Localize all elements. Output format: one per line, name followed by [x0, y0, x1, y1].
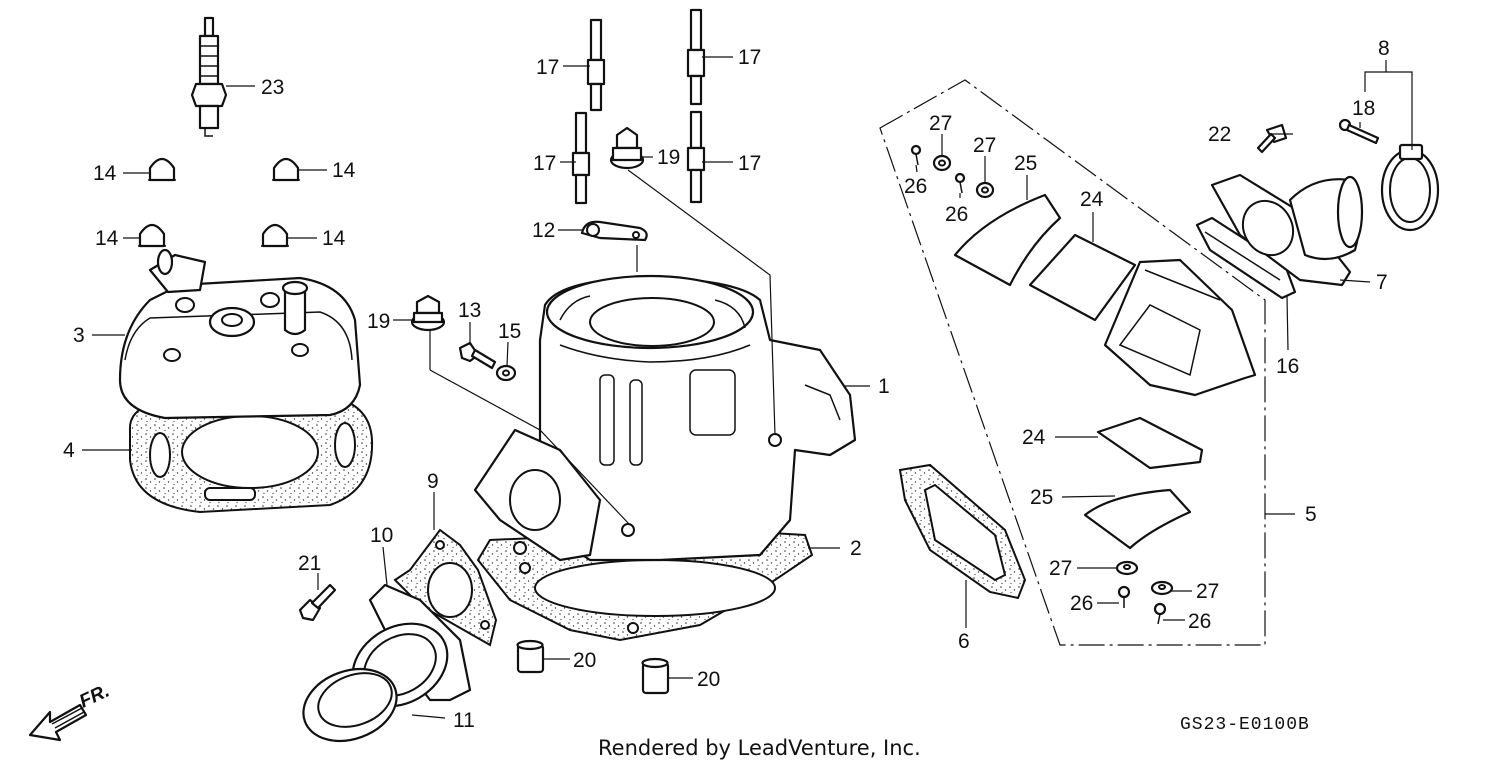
- callout-7: 7: [1376, 271, 1388, 294]
- stud-bolt[interactable]: [571, 111, 591, 205]
- callout-25a: 25: [1014, 152, 1037, 175]
- callout-8: 8: [1378, 37, 1390, 60]
- callout-20a: 20: [573, 649, 596, 672]
- exhaust-gasket[interactable]: [393, 528, 498, 647]
- callout-14a: 14: [93, 162, 117, 185]
- reed-stopper-plate[interactable]: [953, 193, 1062, 287]
- callout-27c: 27: [1049, 557, 1072, 580]
- screw[interactable]: [954, 172, 966, 194]
- callout-17a: 17: [536, 56, 559, 79]
- callout-3: 3: [73, 324, 85, 347]
- callout-24a: 24: [1080, 188, 1104, 211]
- washer[interactable]: [495, 364, 517, 382]
- callout-9: 9: [427, 470, 439, 493]
- bolt[interactable]: [298, 583, 337, 622]
- hose-band[interactable]: [1380, 143, 1440, 232]
- callout-17b: 17: [738, 46, 761, 69]
- callout-22: 22: [1208, 123, 1231, 146]
- callout-1: 1: [878, 375, 890, 398]
- reed-petal[interactable]: [1096, 416, 1204, 470]
- reed-stopper-plate[interactable]: [1083, 488, 1192, 550]
- callout-14b: 14: [332, 159, 356, 182]
- washer[interactable]: [1150, 580, 1174, 596]
- reed-petal[interactable]: [1028, 233, 1137, 322]
- cylinder-head[interactable]: [118, 248, 362, 420]
- leader-lines: [82, 56, 1413, 719]
- washer[interactable]: [975, 181, 995, 199]
- cylinder-head-gasket[interactable]: [128, 393, 374, 514]
- callout-labels: 1 2 3 4 5 6 7 8 9 10 11 12 13 14 14 14 1…: [63, 37, 1390, 732]
- callout-26c: 26: [1070, 592, 1093, 615]
- intake-gasket[interactable]: [898, 463, 1027, 600]
- cylinder[interactable]: [473, 274, 857, 562]
- screw[interactable]: [1338, 118, 1380, 145]
- callout-5: 5: [1305, 503, 1317, 526]
- callout-15: 15: [498, 320, 521, 343]
- callout-14d: 14: [322, 227, 346, 250]
- callout-25b: 25: [1030, 486, 1053, 509]
- dowel-pin[interactable]: [516, 639, 545, 674]
- callout-17c: 17: [533, 152, 556, 175]
- credit-line: Rendered by LeadVenture, Inc.: [598, 736, 921, 760]
- cap-nut[interactable]: [148, 157, 176, 182]
- reed-valve-group-outline: [879, 79, 1266, 646]
- callout-26b: 26: [945, 203, 968, 226]
- callout-24b: 24: [1022, 426, 1046, 449]
- cap-nut[interactable]: [272, 157, 300, 182]
- callout-26d: 26: [1188, 610, 1211, 633]
- bolt[interactable]: [458, 341, 497, 370]
- screw[interactable]: [1117, 585, 1131, 608]
- callout-19a: 19: [657, 146, 680, 169]
- flange-nut[interactable]: [410, 294, 446, 332]
- callout-18: 18: [1352, 97, 1375, 120]
- dowel-pin[interactable]: [641, 657, 670, 695]
- flange-nut[interactable]: [609, 126, 645, 170]
- cap-nut[interactable]: [138, 223, 166, 248]
- callout-20b: 20: [697, 668, 720, 691]
- reed-valve-block[interactable]: [1103, 258, 1257, 397]
- callout-21: 21: [298, 552, 321, 575]
- callout-23: 23: [261, 76, 284, 99]
- washer[interactable]: [1115, 560, 1139, 576]
- callout-27d: 27: [1196, 580, 1219, 603]
- exhaust-band[interactable]: [293, 657, 406, 754]
- callout-19b: 19: [367, 310, 390, 333]
- washer[interactable]: [932, 154, 952, 172]
- cap-nut[interactable]: [261, 223, 289, 248]
- insulator-gasket[interactable]: [1195, 216, 1297, 300]
- callout-26a: 26: [904, 175, 927, 198]
- screw[interactable]: [1153, 602, 1167, 625]
- callout-4: 4: [63, 439, 75, 462]
- bolt[interactable]: [1256, 123, 1288, 154]
- diagram-code: GS23-E0100B: [1180, 715, 1310, 735]
- callout-10: 10: [370, 524, 393, 547]
- callout-16: 16: [1276, 355, 1299, 378]
- callout-12: 12: [532, 219, 555, 242]
- callout-11: 11: [453, 709, 475, 732]
- callout-13: 13: [458, 299, 481, 322]
- mounting-clip[interactable]: [580, 220, 648, 242]
- stud-bolt[interactable]: [686, 110, 706, 204]
- callout-17d: 17: [738, 152, 761, 175]
- front-direction-arrow: FR.: [28, 681, 113, 742]
- callout-27a: 27: [929, 112, 952, 135]
- callout-14c: 14: [95, 227, 119, 250]
- screw[interactable]: [910, 144, 922, 166]
- stud-bolt[interactable]: [586, 18, 606, 112]
- stud-bolt[interactable]: [686, 8, 706, 106]
- callout-27b: 27: [973, 134, 996, 157]
- callout-6: 6: [958, 630, 970, 653]
- spark-plug[interactable]: [190, 16, 228, 137]
- callout-2: 2: [850, 537, 862, 560]
- carburetor-insulator[interactable]: [1210, 173, 1364, 287]
